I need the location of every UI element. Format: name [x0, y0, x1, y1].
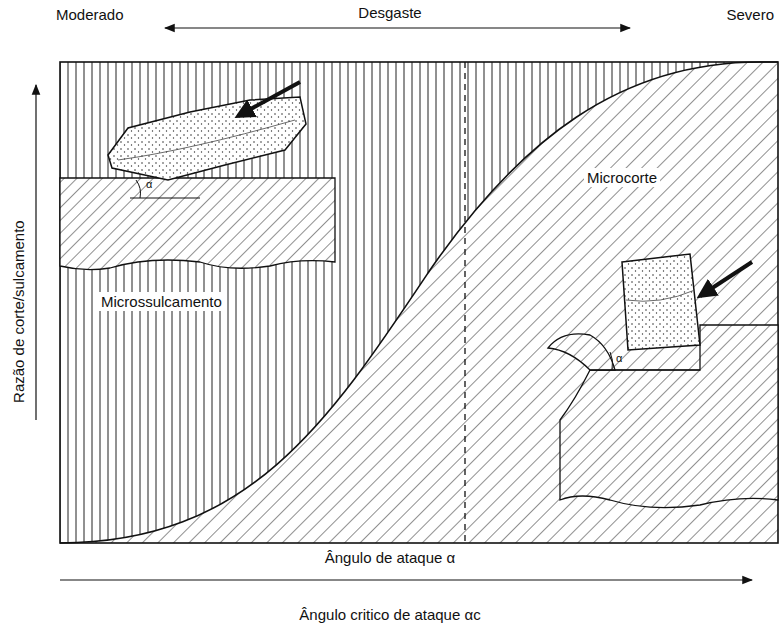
scale-title: Desgaste: [358, 4, 421, 21]
load-arrow: [238, 82, 300, 116]
angle-symbol: α: [616, 352, 622, 365]
abrasive-particle: [108, 97, 306, 180]
microcutting-region: [60, 62, 778, 543]
mechanism-label: Microcorte: [584, 168, 660, 187]
frame: [60, 62, 778, 543]
x-axis-arrow: [60, 579, 752, 580]
scale-end: Severo: [726, 6, 774, 23]
load-arrow: [700, 262, 752, 296]
axis-title: Ângulo de ataque α: [325, 549, 455, 566]
transition-curve: [60, 62, 778, 543]
y-axis-arrow: [35, 85, 36, 420]
critical-angle-line: [464, 62, 465, 543]
workpiece: [60, 178, 335, 270]
mechanism-label: Microssulcamento: [98, 292, 225, 311]
angle-symbol: α: [146, 178, 152, 191]
chip: [548, 334, 615, 370]
microploughing-region: [60, 62, 778, 543]
scale-end: Moderado: [56, 6, 124, 23]
axis-title: Ângulo critico de ataque αc: [299, 606, 480, 623]
abrasive-particle: [622, 254, 700, 350]
axis-title: Razão de corte/sulcamento: [9, 221, 26, 404]
wear-arrow: [165, 27, 630, 28]
